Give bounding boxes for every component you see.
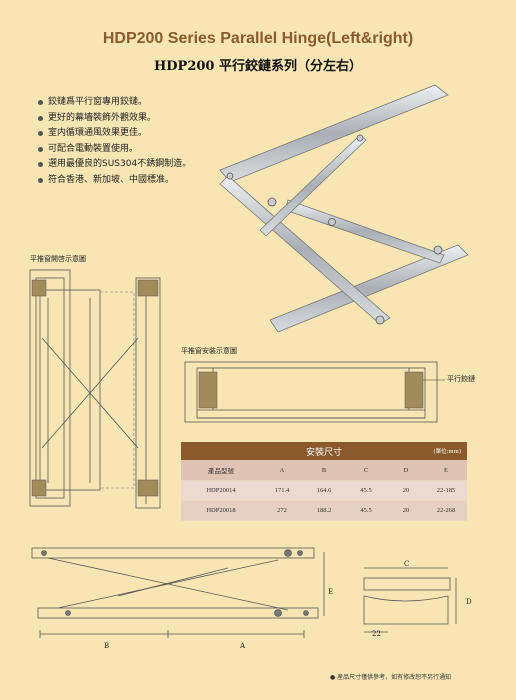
feature-item: 鉸鏈爲平行窗專用鉸鏈。 [38, 95, 191, 111]
table-cell: 164.6 [316, 487, 332, 494]
section-drawing [363, 567, 457, 633]
table-cell: 20 [402, 487, 410, 494]
column-header: 產品型號 [208, 468, 234, 475]
table-cell: 45.5 [360, 487, 372, 494]
column-header: D [403, 466, 409, 474]
bullet-icon [38, 115, 43, 121]
bullet-icon [38, 146, 43, 152]
column-header: A [279, 466, 285, 474]
dimension-label-22: 22 [372, 630, 381, 638]
dimension-label-b: B [104, 642, 110, 650]
column-header: E [444, 466, 448, 474]
bullet-icon [38, 162, 43, 168]
spec-table-header: 安裝尺寸 (單位:mm) [181, 442, 467, 460]
spec-table: 產品型號 A B C D E HDP20014 171.4 164.6 45.5… [181, 460, 467, 521]
feature-text: 鉸鏈爲平行窗專用鉸鏈。 [48, 97, 148, 107]
feature-item: 選用最優良的SUS304不銹鋼制造。 [38, 157, 191, 173]
feature-text: 選用最優良的SUS304不銹鋼制造。 [48, 159, 192, 170]
feature-text: 室内循環通風效果更佳。 [48, 128, 148, 139]
open-diagram [29, 269, 161, 509]
feature-text: 符合香港、新加坡、中國標准。 [48, 174, 175, 185]
table-cell: HDP20014 [206, 487, 236, 494]
feature-text: 更好的幕墻裝飾外觀效果。 [48, 112, 157, 123]
hinge-product-illustration [219, 84, 469, 333]
install-diagram [184, 361, 445, 423]
title-chinese: HDP200 平行鉸鏈系列（分左右） [154, 59, 362, 74]
footnote: ● 産品尺寸僅供參考，如有修改恕不另行通知 [330, 674, 452, 681]
table-cell: 171.4 [274, 487, 290, 494]
feature-item: 更好的幕墻裝飾外觀效果。 [38, 111, 191, 127]
table-cell: 22-185 [436, 487, 456, 494]
spec-unit: (單位:mm) [433, 449, 461, 455]
bullet-icon [38, 177, 43, 183]
feature-list: 鉸鏈爲平行窗專用鉸鏈。 更好的幕墻裝飾外觀效果。 室内循環通風效果更佳。 可配合… [38, 95, 191, 189]
table-cell: 188.2 [316, 507, 332, 514]
table-cell: 45.5 [360, 507, 372, 514]
table-cell: 272 [277, 507, 287, 514]
feature-item: 室内循環通風效果更佳。 [38, 126, 191, 142]
bullet-icon [38, 131, 43, 137]
spec-title: 安裝尺寸 [305, 448, 342, 458]
dimension-label-c: C [404, 560, 410, 568]
feature-item: 可配合電動裝置使用。 [38, 142, 191, 158]
table-row: HDP20018 272 188.2 45.5 20 22-268 [181, 501, 467, 521]
column-header: B [321, 466, 327, 474]
title-english: HDP200 Series Parallel Hinge(Left&right) [102, 30, 414, 47]
bullet-icon [38, 100, 43, 105]
table-row: HDP20014 171.4 164.6 45.5 20 22-185 [181, 481, 467, 501]
column-header: C [363, 466, 369, 474]
feature-item: 符合香港、新加坡、中國標准。 [38, 173, 191, 189]
install-diagram-label: 平推窗安裝示意圖 [181, 347, 237, 355]
open-diagram-label: 平推窗開啓示意圖 [30, 255, 86, 263]
dimension-label-e: E [328, 588, 334, 596]
table-header-row: 產品型號 A B C D E [181, 460, 467, 481]
table-cell: 22-268 [436, 507, 456, 514]
table-cell: HDP20018 [206, 507, 236, 514]
table-cell: 20 [402, 507, 410, 514]
feature-text: 可配合電動裝置使用。 [48, 143, 139, 154]
dimension-label-d: D [466, 598, 472, 606]
dimension-drawing [31, 547, 325, 638]
hinge-callout-label: 平行鉸鏈 [447, 375, 475, 383]
dimension-label-a: A [240, 642, 246, 650]
